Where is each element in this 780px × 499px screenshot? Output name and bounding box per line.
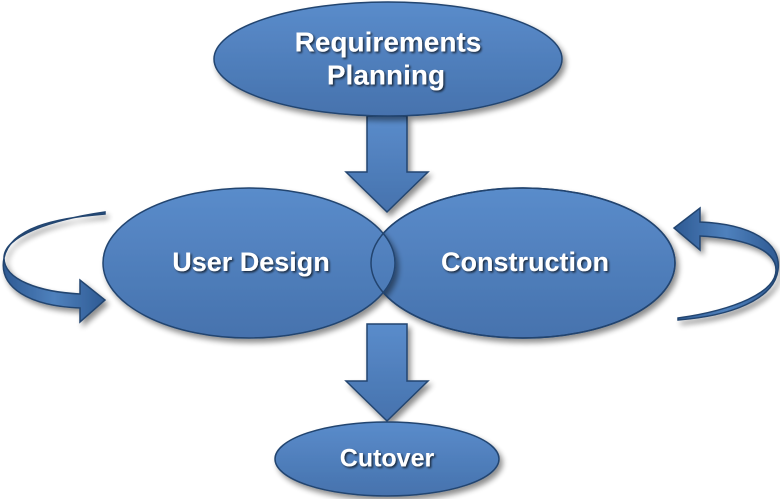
cutover-node: [274, 421, 500, 497]
requirements-label-line1: Requirements: [295, 26, 482, 57]
construction-label: Construction: [441, 247, 609, 277]
arrow-down-icon: [344, 323, 430, 423]
cutover-label: Cutover: [340, 445, 435, 473]
user-design-node: [102, 187, 396, 339]
arrow-down-icon: [344, 115, 430, 214]
loop-arrow-right-icon: [672, 206, 779, 321]
requirements-planning-node: [213, 1, 563, 117]
construction-outline: [370, 187, 676, 339]
user-design-label: User Design: [172, 247, 330, 277]
loop-arrow-left-icon: [2, 211, 107, 324]
requirements-label-line2: Planning: [327, 59, 445, 90]
